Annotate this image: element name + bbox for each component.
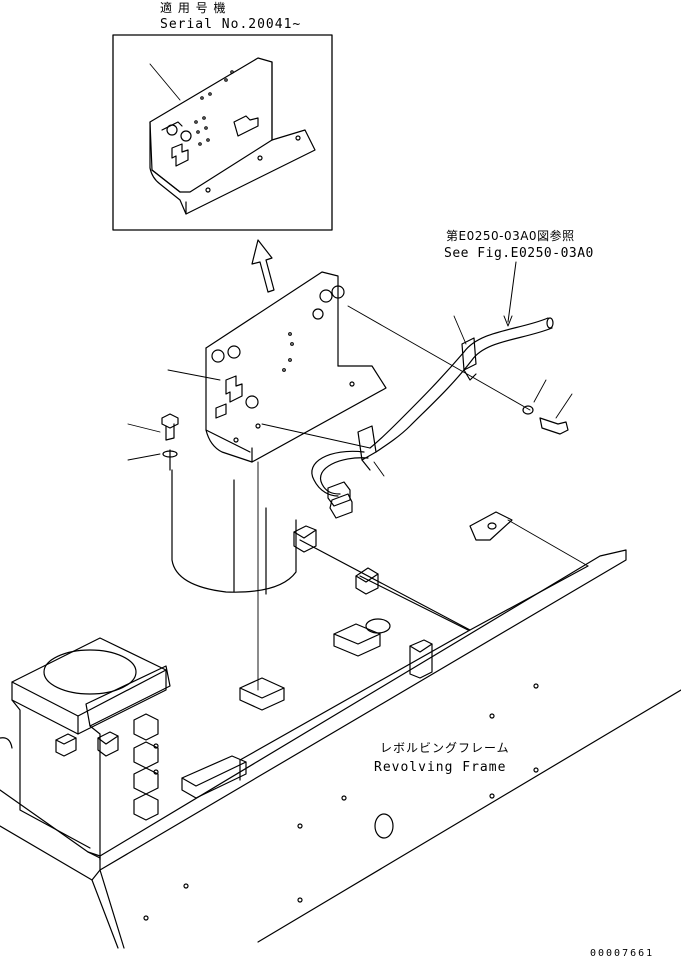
guide-line	[347, 305, 531, 411]
tank	[171, 469, 297, 595]
main-bracket	[205, 271, 387, 463]
inset-title-ja: 適 用 号 機	[160, 0, 226, 15]
detail-arrow	[251, 239, 275, 293]
frame-label-ja: レボルビングフレーム	[380, 741, 510, 755]
leader-clamp-lower	[373, 461, 385, 477]
wire-harness	[311, 317, 554, 519]
inset-detail	[112, 34, 333, 231]
drawing-number: 00007661	[590, 948, 654, 959]
frame-label-en: Revolving Frame	[374, 760, 506, 775]
revolving-frame	[0, 511, 681, 949]
leader-washer	[127, 453, 161, 461]
washer-bolt-right	[522, 379, 573, 435]
leader-bolt-right	[555, 393, 573, 419]
leader-bracket	[167, 369, 221, 381]
inset-title-en: Serial No.20041~	[160, 17, 301, 32]
bolt-left	[161, 413, 179, 471]
leader-bolt	[127, 423, 161, 433]
reference-leader	[507, 261, 517, 323]
reference-ja: 第E0250-03A0図参照	[446, 228, 575, 243]
leader-clamp-upper	[453, 315, 467, 345]
reference-en: See Fig.E0250-03A0	[444, 246, 594, 261]
leader-washer-right	[533, 379, 547, 403]
inset-bracket	[149, 57, 273, 193]
swivel-block	[0, 637, 171, 861]
inset-frame	[112, 34, 333, 231]
inset-leader	[149, 63, 181, 101]
